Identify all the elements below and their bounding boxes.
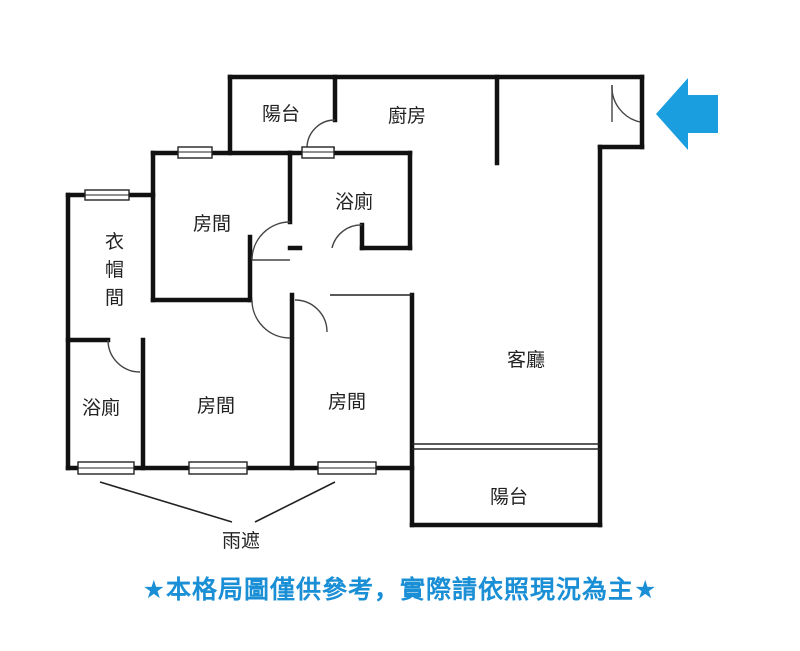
room-label-bathroom-lower: 浴廁 <box>82 396 120 419</box>
room-label-bathroom-upper: 浴廁 <box>335 190 373 213</box>
entrance-arrow-icon <box>656 78 718 150</box>
window-lower-right-bedroom <box>317 461 377 475</box>
room-label-closet-1: 衣 <box>105 231 124 253</box>
window-upper-bedroom <box>177 146 213 159</box>
window-lower-bathroom <box>77 461 135 475</box>
thin-partitions <box>330 294 600 450</box>
door-swings <box>107 84 641 373</box>
room-label-balcony-top: 陽台 <box>262 103 300 125</box>
windows <box>77 146 377 475</box>
walls <box>65 74 645 528</box>
room-label-living-room: 客廳 <box>507 349 545 371</box>
room-label-balcony-bottom: 陽台 <box>490 486 528 508</box>
floor-plan: 陽台 廚房 浴廁 房間 衣 帽 間 浴廁 房間 房間 客廳 陽台 雨遮 <box>65 74 718 552</box>
disclaimer-text: ★本格局圖僅供參考，實際請依照現況為主★ <box>142 575 658 604</box>
room-label-bedroom-lower-right: 房間 <box>328 391 366 413</box>
window-upper-bathroom <box>301 146 335 159</box>
room-label-bedroom-lower-left: 房間 <box>197 395 235 417</box>
room-label-bedroom-upper: 房間 <box>193 213 231 235</box>
room-label-closet-2: 帽 <box>105 259 124 281</box>
room-label-closet-3: 間 <box>105 287 124 309</box>
room-label-kitchen: 廚房 <box>388 104 426 127</box>
canopy-pointers <box>99 481 336 523</box>
window-lower-left-bedroom <box>188 461 248 475</box>
window-closet <box>84 189 130 201</box>
canopy-label: 雨遮 <box>222 530 260 552</box>
